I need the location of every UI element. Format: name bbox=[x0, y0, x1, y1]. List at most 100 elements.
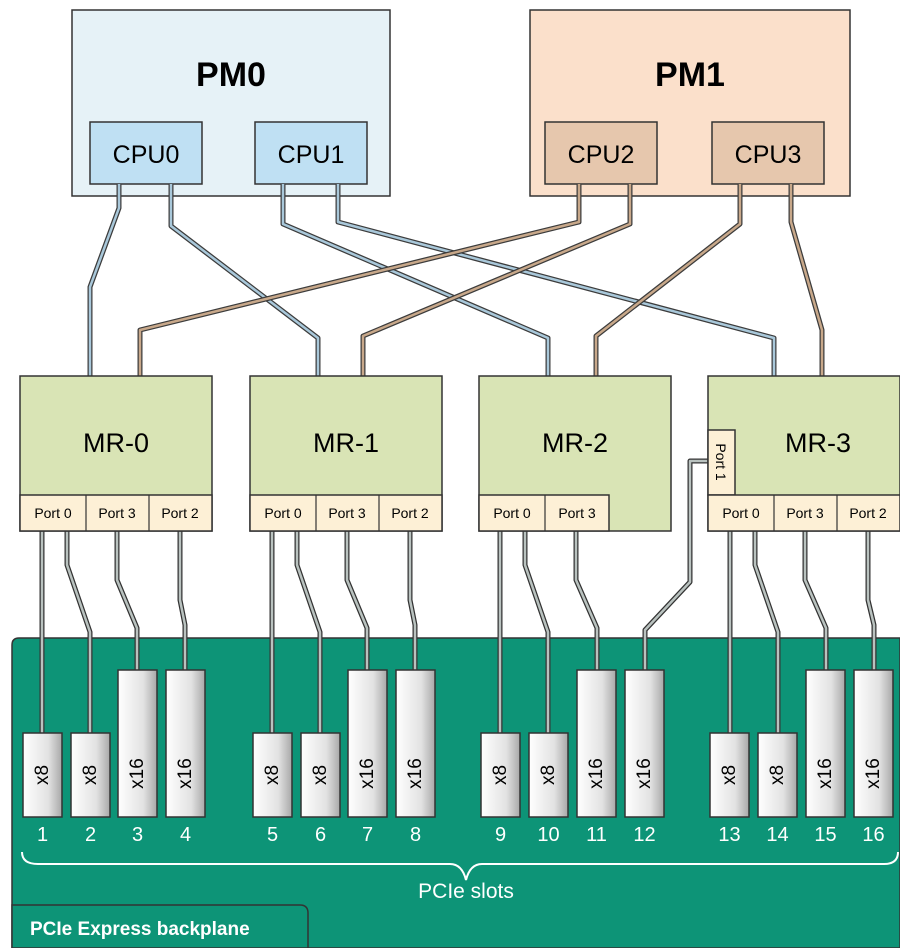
mr2-label: MR-2 bbox=[542, 428, 608, 458]
cable-mr0-slot2 bbox=[64, 531, 93, 733]
cpu2-label: CPU2 bbox=[568, 141, 635, 169]
slot-width-label: x8 bbox=[767, 765, 788, 785]
processor-module-pm0: PM0 CPU0 CPU1 bbox=[71, 9, 391, 197]
slot-body bbox=[165, 669, 206, 818]
slot-body bbox=[480, 732, 521, 818]
slot-width-label: x16 bbox=[175, 758, 196, 789]
slot-body bbox=[70, 732, 111, 818]
slot-body bbox=[347, 669, 388, 818]
cpu1-box bbox=[254, 121, 368, 185]
slots-caption: PCIe slots bbox=[418, 880, 514, 903]
mr0-port2-label: Port 2 bbox=[161, 505, 199, 521]
cable-cpu3-mr3 bbox=[788, 184, 825, 376]
slot-width-label: x16 bbox=[357, 758, 378, 789]
slot-width-label: x16 bbox=[127, 758, 148, 789]
cable-cpu0-mr0 bbox=[87, 184, 122, 376]
cable-mr0-slot3 bbox=[114, 531, 140, 670]
cable-mr3-slot16 bbox=[865, 531, 877, 670]
slot-number-label: 10 bbox=[537, 824, 559, 846]
mr3-port-bar bbox=[707, 494, 900, 532]
riser-mr3: MR-3 Port 1 Port 0 Port 3 Port 2 bbox=[707, 375, 900, 532]
mr0-port0-label: Port 0 bbox=[34, 505, 72, 521]
slot-body bbox=[805, 669, 846, 818]
cable-mr2-slot11 bbox=[573, 531, 600, 670]
mr3-side-port bbox=[707, 429, 736, 496]
slot-number-label: 12 bbox=[633, 824, 655, 846]
pcie-slot-3: x16 3 bbox=[117, 669, 158, 846]
mr1-port-bar bbox=[249, 494, 443, 532]
cable-mr2-slot10 bbox=[522, 531, 551, 733]
mr3-port0-label: Port 0 bbox=[722, 505, 760, 521]
mr0-label: MR-0 bbox=[83, 428, 149, 458]
slot-number-label: 5 bbox=[267, 824, 278, 846]
slots-bracket bbox=[21, 851, 899, 881]
slot-body bbox=[624, 669, 665, 818]
cable-mr1-slot6 bbox=[294, 531, 323, 733]
slot-body bbox=[576, 669, 617, 818]
slot-number-label: 9 bbox=[495, 824, 506, 846]
slot-number-label: 14 bbox=[766, 824, 788, 846]
pm1-title: PM1 bbox=[655, 56, 725, 94]
slot-body bbox=[709, 732, 750, 818]
pcie-slot-5: x85 bbox=[252, 732, 293, 846]
mr1-port0-label: Port 0 bbox=[264, 505, 302, 521]
slot-body bbox=[395, 669, 436, 818]
processor-module-pm1: PM1 CPU2 CPU3 bbox=[529, 9, 851, 197]
mr3-port2-label: Port 2 bbox=[849, 505, 887, 521]
cable-mr3-slot15 bbox=[802, 531, 829, 670]
slot-body bbox=[300, 732, 341, 818]
mr0-port-bar bbox=[19, 494, 213, 532]
cable-cpu3-mr2 bbox=[593, 184, 743, 376]
pcie-slot-10: x8 10 bbox=[528, 732, 569, 846]
mr2-port0-label: Port 0 bbox=[493, 505, 531, 521]
mr2-port-bar bbox=[478, 494, 610, 532]
slot-width-label: x8 bbox=[310, 765, 331, 785]
cpu3-box bbox=[711, 121, 825, 185]
mr1-port2-label: Port 2 bbox=[391, 505, 429, 521]
slot-number-label: 11 bbox=[586, 824, 607, 846]
mr2-port3-label: Port 3 bbox=[558, 505, 596, 521]
pcie-slot-9: x89 bbox=[480, 732, 521, 846]
cable-mr1-slot8 bbox=[407, 531, 418, 670]
slot-width-label: x16 bbox=[586, 758, 607, 789]
pcie-slots: x81x82x163x164x85x86x167x168x89x810x1611… bbox=[22, 669, 894, 846]
mr3-port3-label: Port 3 bbox=[786, 505, 824, 521]
pm0-title: PM0 bbox=[196, 56, 266, 94]
slot-body bbox=[117, 669, 158, 818]
slot-body bbox=[22, 732, 63, 818]
cpu0-box bbox=[89, 121, 203, 185]
slot-number-label: 1 bbox=[37, 824, 48, 846]
pcie-slot-14: x8 14 bbox=[757, 732, 798, 846]
cpu-riser-cables bbox=[87, 184, 825, 376]
slot-width-label: x8 bbox=[719, 765, 740, 785]
slot-body bbox=[757, 732, 798, 818]
slot-width-label: x8 bbox=[538, 765, 559, 785]
mr3-port1-label: Port 1 bbox=[713, 443, 729, 481]
pcie-slot-12: x16 12 bbox=[624, 669, 665, 846]
slot-width-label: x16 bbox=[634, 758, 655, 789]
slot-body bbox=[853, 669, 894, 818]
cable-mr0-slot4 bbox=[177, 531, 188, 670]
riser-mr0: MR-0 Port 0 Port 3 Port 2 bbox=[19, 375, 213, 532]
backplane-label-tab bbox=[11, 904, 309, 948]
mr1-label: MR-1 bbox=[313, 428, 379, 458]
cable-mr1-slot7 bbox=[344, 531, 370, 670]
mr0-port3-label: Port 3 bbox=[98, 505, 136, 521]
riser-mr1: MR-1 Port 0 Port 3 Port 2 bbox=[249, 375, 443, 532]
pcie-slot-2: x82 bbox=[70, 732, 111, 846]
backplane-board bbox=[11, 637, 900, 948]
slot-body bbox=[252, 732, 293, 818]
backplane-label: PCIe Express backplane bbox=[30, 919, 250, 940]
riser-mr2: MR-2 Port 0 Port 3 bbox=[478, 375, 672, 532]
mr1-port3-label: Port 3 bbox=[328, 505, 366, 521]
slot-number-label: 16 bbox=[862, 824, 884, 846]
riser-slot-cables bbox=[39, 458, 877, 733]
slot-width-label: x16 bbox=[405, 758, 426, 789]
slot-number-label: 3 bbox=[132, 824, 143, 846]
slot-body bbox=[528, 732, 569, 818]
slot-number-label: 2 bbox=[85, 824, 96, 846]
cpu1-label: CPU1 bbox=[278, 141, 345, 169]
